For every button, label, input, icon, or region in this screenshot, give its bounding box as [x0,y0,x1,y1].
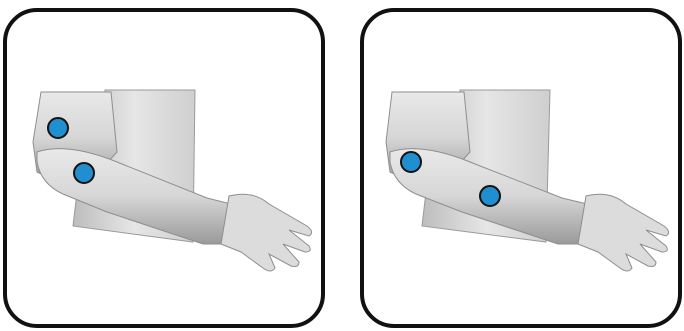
hand [578,194,669,271]
marker-upper-elbow [48,118,68,138]
marker-mid-forearm [480,186,500,206]
hand [221,194,312,271]
left-arm-illustration [7,12,321,324]
right-arm-panel [360,8,682,328]
marker-forearm-near-elbow [74,163,94,183]
right-arm-illustration [364,12,678,324]
marker-elbow-point [401,152,421,172]
left-arm-panel [3,8,325,328]
